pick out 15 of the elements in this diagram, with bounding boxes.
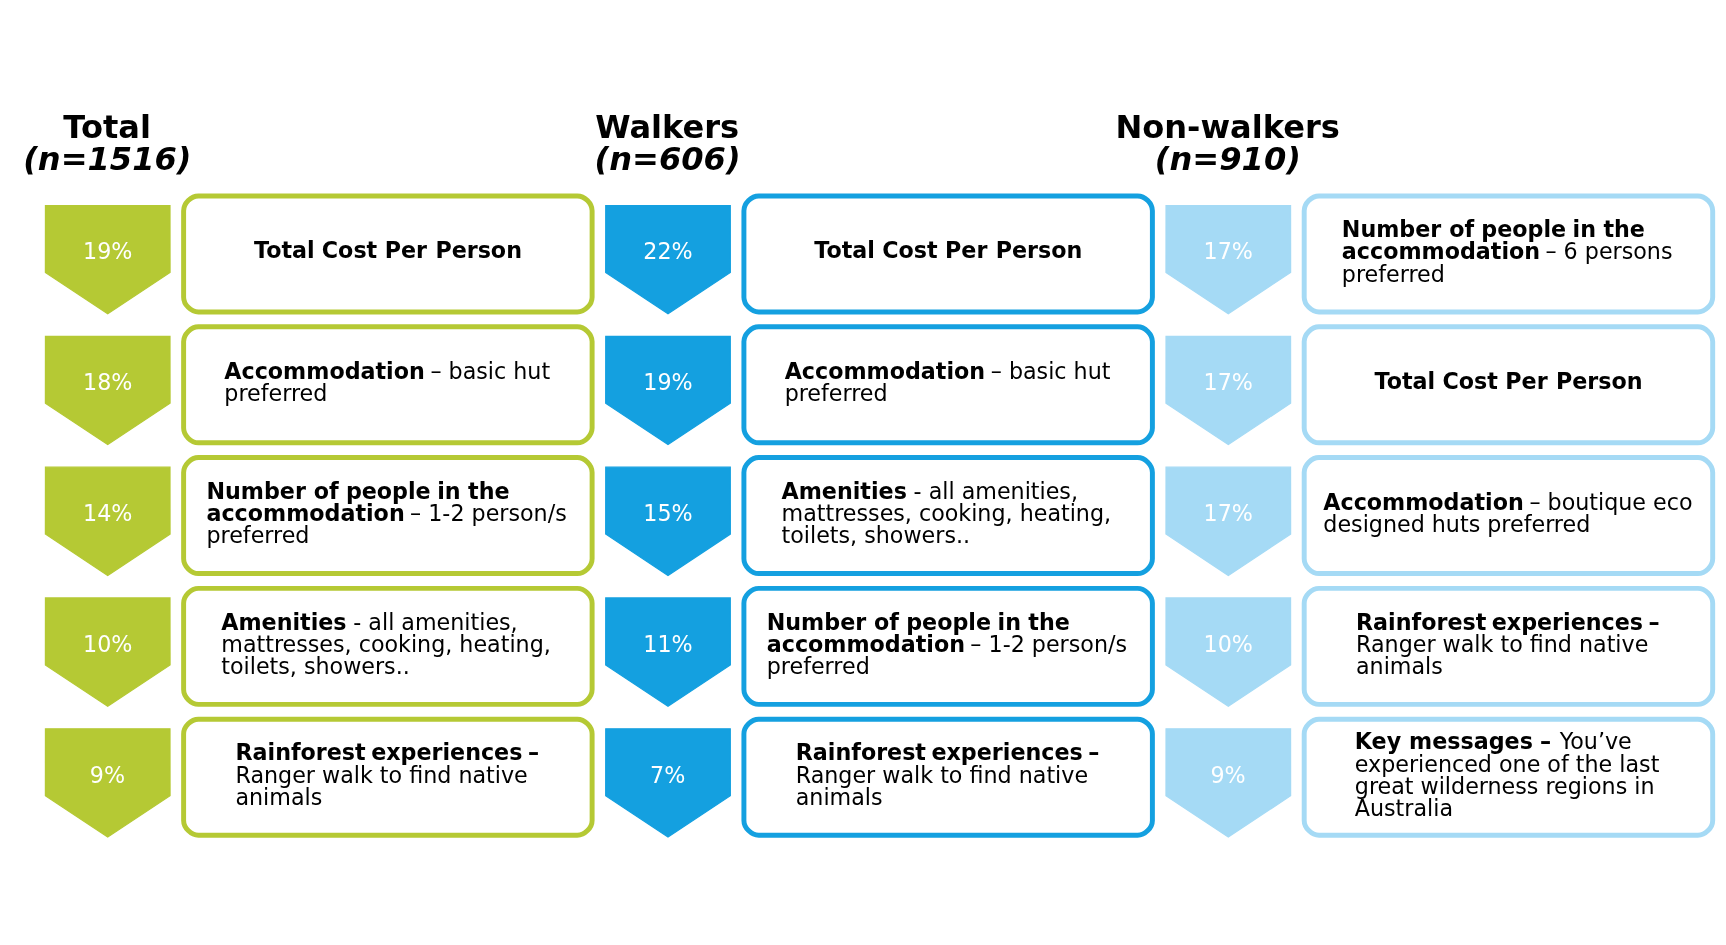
node-box: Rainforest experiences – Ranger walk to find native animals xyxy=(741,716,1155,838)
node-box: Accommodation – boutique eco designed huts preferred xyxy=(1301,454,1716,576)
node-box: Amenities - all amenities, mattresses, cooking, heating, toilets, showers.. xyxy=(181,585,595,707)
node-box: Accommodation – basic hut preferred xyxy=(741,323,1155,445)
node-box: Amenities - all amenities, mattresses, cooking, heating, toilets, showers.. xyxy=(741,454,1155,576)
node-box: Rainforest experiences – Ranger walk to find native animals xyxy=(181,716,595,838)
node-box: Rainforest experiences – Ranger walk to find native animals xyxy=(1301,585,1716,707)
node-box: Number of people in the accommodation – 1-2 person/s preferred xyxy=(181,454,595,576)
node-box: Total Cost Per Person xyxy=(181,192,595,314)
node-box: Key messages – You’ve experienced one of the last great wilderness regions in Australia xyxy=(1301,716,1716,838)
node-box: Total Cost Per Person xyxy=(1301,323,1716,445)
node-box: Number of people in the accommodation – 1-2 person/s preferred xyxy=(741,585,1155,707)
node-box: Total Cost Per Person xyxy=(741,192,1155,314)
node-box: Accommodation – basic hut preferred xyxy=(181,323,595,445)
node-box: Number of people in the accommodation – 6 persons preferred xyxy=(1301,192,1716,314)
